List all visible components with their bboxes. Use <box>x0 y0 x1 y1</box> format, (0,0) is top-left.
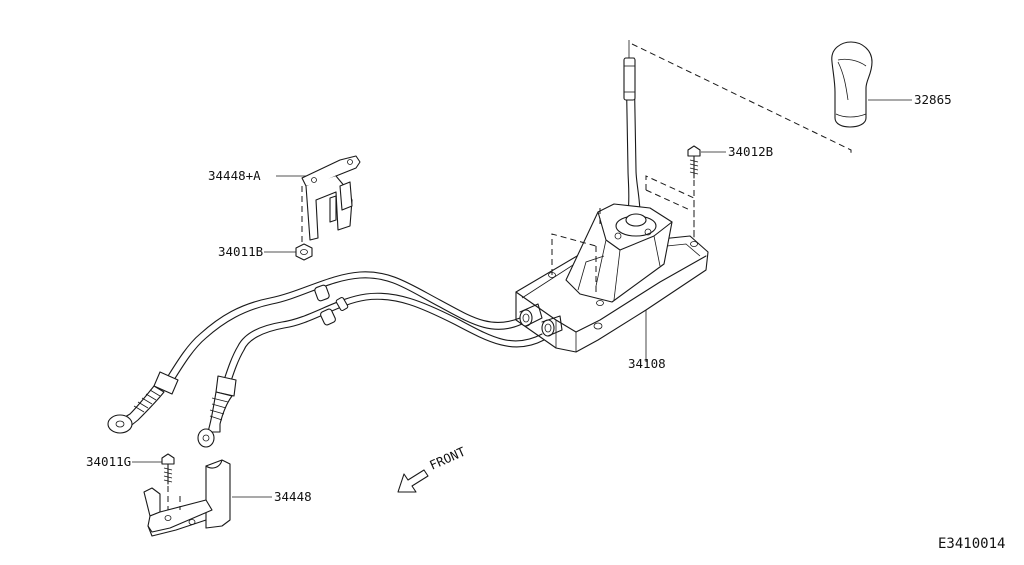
bolt-34012b <box>687 145 726 245</box>
bracket-34448 <box>143 459 272 537</box>
nut-34011b <box>264 243 313 261</box>
front-label: FRONT <box>427 444 468 473</box>
front-arrow <box>397 469 429 493</box>
bracket-34448a <box>276 155 361 246</box>
knob-assembly-line <box>631 43 852 155</box>
control-cables <box>167 271 545 385</box>
label-34011g: 34011G <box>86 454 131 469</box>
label-32865: 32865 <box>914 92 952 107</box>
cable-socket-lower <box>541 315 563 337</box>
control-device-assembly <box>515 175 709 362</box>
label-34011b: 34011B <box>218 244 263 259</box>
shift-lever <box>623 40 641 215</box>
label-34108: 34108 <box>628 356 666 371</box>
label-34448: 34448 <box>274 489 312 504</box>
label-34012b: 34012B <box>728 144 773 159</box>
shift-knob <box>831 41 912 128</box>
cable-end-1 <box>107 371 179 434</box>
cable-end-2 <box>197 375 237 448</box>
drawing-id: E3410014 <box>938 536 1005 552</box>
cable-socket-upper <box>519 303 543 327</box>
label-34448a: 34448+A <box>208 168 261 183</box>
bolt-34011g <box>132 453 175 516</box>
